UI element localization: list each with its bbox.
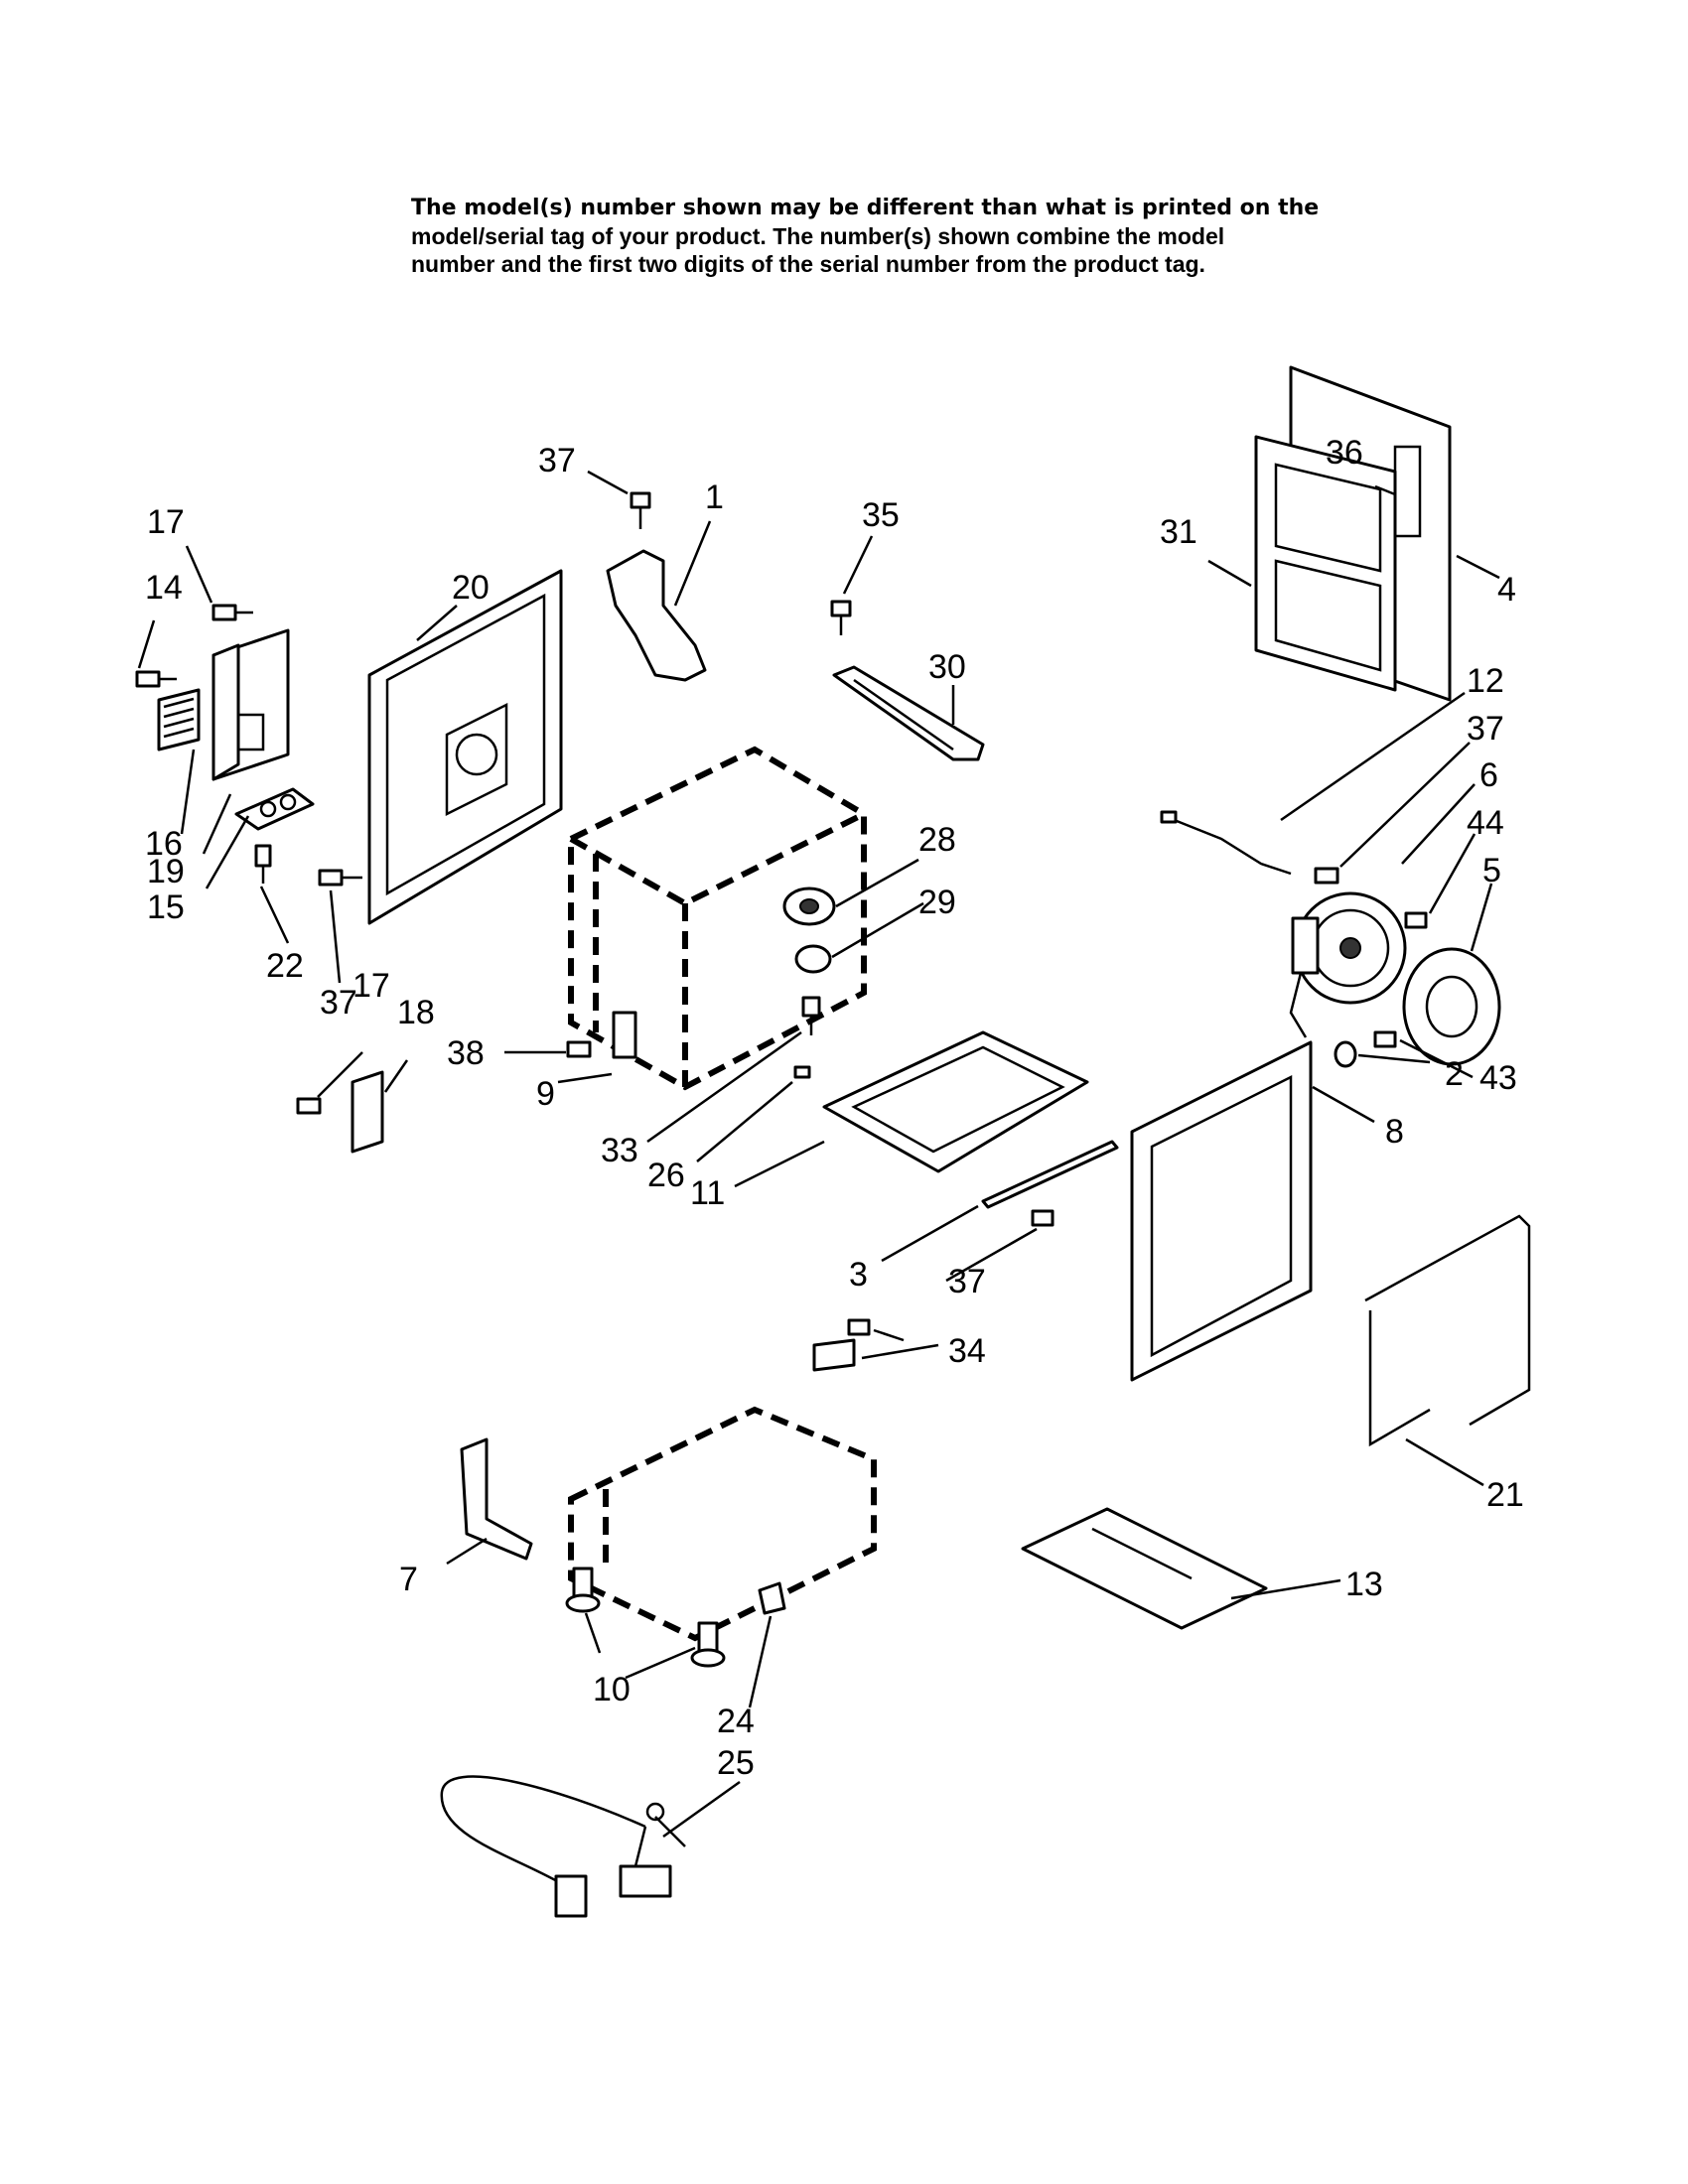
callout-37: 37: [948, 1263, 986, 1300]
callout-13: 13: [1345, 1566, 1383, 1603]
part-22-screw: [254, 844, 272, 884]
part-18-bracket: [351, 1070, 384, 1154]
callout-6: 6: [1479, 756, 1498, 794]
callout-36: 36: [1326, 434, 1363, 472]
part-44-nut: [1404, 911, 1428, 929]
part-6-convection-fan: [1289, 891, 1407, 1038]
model-number-notice: The model(s) number shown may be differe…: [411, 195, 1344, 278]
callout-4: 4: [1497, 571, 1516, 609]
part-37-screw-bottom: [847, 1318, 871, 1336]
callout-22: 22: [266, 947, 304, 985]
part-3-trim-strip: [981, 1140, 1119, 1209]
part-7-anti-tip-bracket: [460, 1437, 533, 1561]
callout-5: 5: [1482, 852, 1501, 889]
callout-37: 37: [320, 984, 357, 1022]
callout-7: 7: [399, 1561, 418, 1598]
callout-2: 2: [1445, 1055, 1464, 1093]
callout-15: 15: [147, 888, 185, 926]
part-20-rear-panel: [367, 569, 563, 925]
part-43-screw: [1373, 1030, 1397, 1048]
callout-34: 34: [948, 1332, 986, 1370]
callout-20: 20: [452, 569, 490, 607]
notice-line-1: The model(s) number shown may be differe…: [411, 196, 1320, 220]
callout-8: 8: [1385, 1113, 1404, 1151]
part-37-screw-lower: [1031, 1209, 1055, 1227]
part-16-plate: [157, 688, 201, 751]
part-38-screw: [566, 1040, 592, 1058]
callout-9: 9: [536, 1075, 555, 1113]
callout-3: 3: [849, 1256, 868, 1294]
part-24-clip: [758, 1581, 786, 1615]
part-11-bottom-tray: [822, 1030, 1089, 1173]
callout-17: 17: [352, 967, 390, 1005]
part-26-clip: [793, 1065, 811, 1079]
part-14-screw: [135, 670, 177, 688]
callout-43: 43: [1479, 1059, 1517, 1097]
part-8-door-frame: [1130, 1040, 1313, 1382]
part-28-sensor: [782, 887, 836, 926]
callout-37: 37: [538, 442, 576, 479]
part-12-sensor-wire: [1160, 810, 1292, 876]
part-35-screw: [830, 600, 852, 635]
callout-35: 35: [862, 496, 900, 534]
part-19-housing: [211, 628, 290, 781]
part-21-door-gasket: [1364, 1214, 1531, 1447]
callout-31: 31: [1160, 513, 1197, 551]
part-15-gasket: [234, 787, 315, 831]
callout-33: 33: [601, 1132, 638, 1169]
part-9-clip: [612, 1011, 637, 1059]
part-37-screw-left: [318, 869, 362, 887]
callout-19: 19: [147, 853, 185, 890]
part-37-screw-top: [630, 491, 651, 529]
part-31-inner-panel: [1254, 435, 1397, 692]
part-25-power-cord: [440, 1775, 686, 1918]
callout-24: 24: [717, 1703, 755, 1740]
part-37-screw-right: [1314, 867, 1339, 885]
part-2-washer: [1334, 1040, 1357, 1068]
callout-25: 25: [717, 1744, 755, 1782]
part-29-plug: [794, 944, 832, 974]
part-13-bottom-panel: [1021, 1507, 1268, 1630]
part-10-leveling-leg-2: [690, 1621, 726, 1668]
part-30-bracket: [832, 665, 985, 761]
notice-line-2: model/serial tag of your product. The nu…: [411, 223, 1225, 249]
callout-30: 30: [928, 648, 966, 686]
callout-12: 12: [1467, 662, 1504, 700]
notice-line-3: number and the first two digits of the s…: [411, 251, 1205, 277]
callout-26: 26: [647, 1157, 685, 1194]
oven-cavity-outline: [568, 746, 867, 1091]
callout-11: 11: [690, 1174, 725, 1212]
callout-labels: 37 1 35 17 14 20 31 36 4 30 12 37 6 44 5…: [145, 434, 1524, 1782]
storage-drawer-outline: [568, 1406, 877, 1642]
callout-21: 21: [1486, 1476, 1524, 1514]
part-33-screw: [801, 996, 821, 1035]
part-1-bracket: [606, 549, 707, 682]
leader-lines: [137, 470, 1500, 1839]
callout-37: 37: [1467, 710, 1504, 748]
callout-14: 14: [145, 569, 183, 607]
part-5-fan-cover: [1402, 947, 1501, 1066]
callout-44: 44: [1467, 804, 1504, 842]
callout-17: 17: [147, 503, 185, 541]
callout-29: 29: [918, 884, 956, 921]
callout-18: 18: [397, 994, 435, 1031]
part-17-screw-lower: [296, 1097, 322, 1115]
callout-10: 10: [593, 1671, 631, 1708]
callout-38: 38: [447, 1034, 485, 1072]
part-17-screw-top-left: [211, 604, 253, 621]
callout-1: 1: [705, 478, 724, 516]
part-34-bracket: [812, 1338, 856, 1372]
part-10-leveling-leg-1: [565, 1567, 601, 1613]
callout-28: 28: [918, 821, 956, 859]
callout-16: 16: [145, 825, 183, 863]
